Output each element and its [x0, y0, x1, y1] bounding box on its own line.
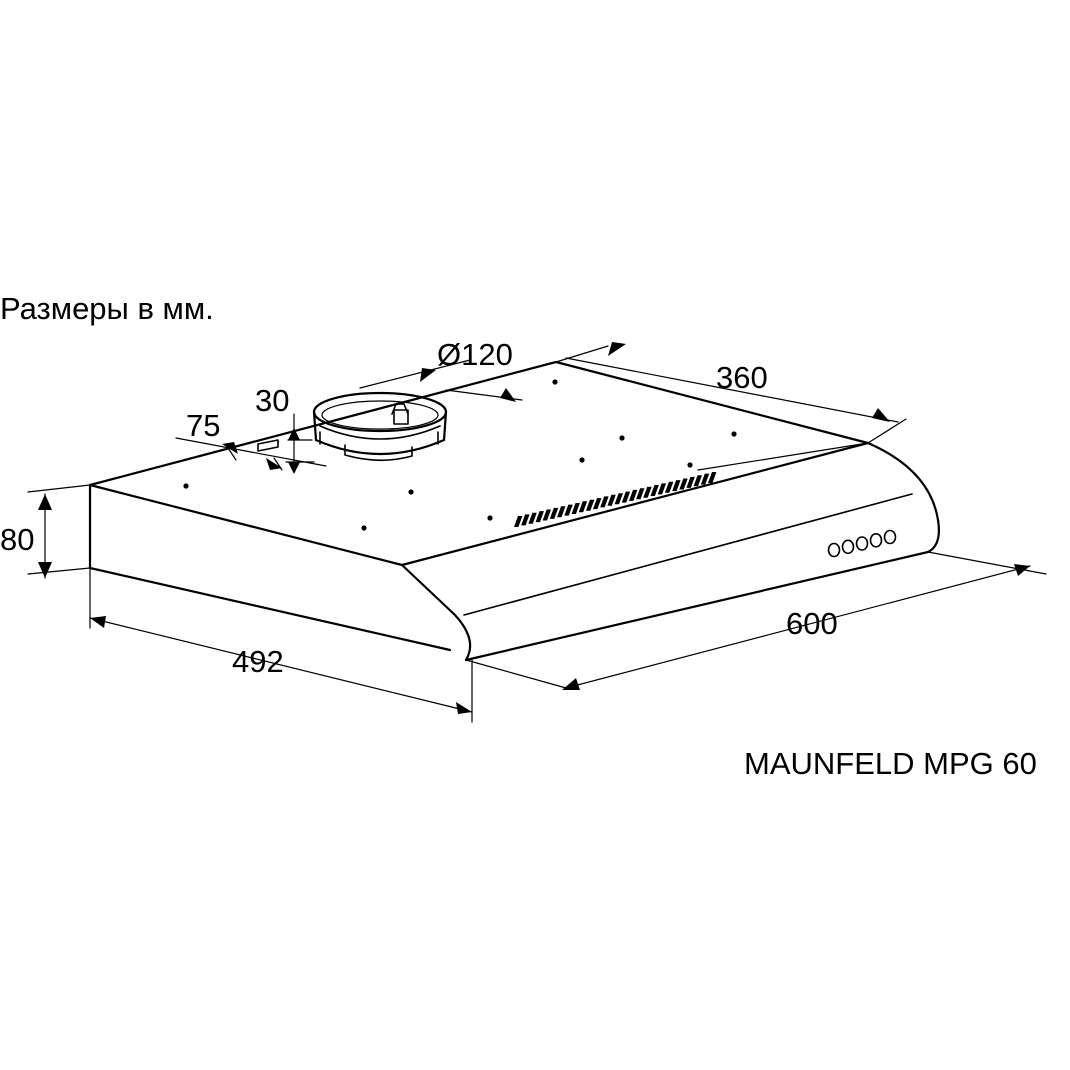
mounting-hole	[731, 431, 737, 437]
control-panel	[827, 529, 897, 558]
vent-slot	[679, 478, 688, 490]
collar-right-wall	[442, 410, 448, 442]
control-button-icon	[827, 542, 841, 558]
vent-slot	[564, 504, 573, 516]
hood-left-face-top-edge	[88, 483, 404, 567]
arrow-360-end	[872, 408, 890, 422]
arrow-492-end	[456, 702, 472, 714]
vent-slot	[535, 511, 544, 523]
mounting-hole	[183, 483, 189, 489]
collar-flange	[344, 444, 413, 462]
vent-grille	[513, 472, 717, 527]
vent-slot	[549, 507, 559, 519]
label-height: 80	[0, 522, 34, 557]
hood-top-rear-line	[697, 442, 869, 471]
arrow-120-end	[500, 388, 516, 402]
dim-line-492	[89, 617, 473, 713]
label-collar-offset: 75	[186, 408, 220, 443]
hood-front-panel-outline	[464, 441, 940, 662]
control-button-icon	[883, 529, 897, 545]
mounting-hole	[487, 515, 493, 521]
arrow-80-top	[38, 494, 52, 510]
vent-slot	[557, 506, 566, 518]
control-button-icon	[869, 532, 883, 548]
vent-slot	[693, 475, 703, 487]
vent-slot	[636, 488, 645, 500]
extension-line-600	[465, 551, 1047, 689]
vent-slot	[672, 480, 681, 492]
vent-slot	[700, 473, 710, 485]
hood-front-crease	[463, 493, 913, 616]
mounting-hole	[687, 462, 693, 468]
extension-line-360-start	[555, 345, 609, 363]
hood-front-top-edge	[400, 441, 870, 567]
label-side-depth: 492	[232, 644, 284, 679]
vent-slot	[686, 476, 695, 488]
mounting-hole	[408, 489, 414, 495]
dim-line-360	[565, 357, 899, 423]
collar-clips	[319, 431, 439, 445]
arrow-30-bottom	[288, 462, 300, 474]
collar-left-wall	[312, 410, 318, 442]
label-width: 600	[786, 606, 838, 641]
arrow-492-start	[90, 616, 106, 628]
arrow-600-end	[1014, 564, 1030, 576]
collar-top-rim	[312, 391, 448, 433]
arrow-75-end	[266, 458, 282, 470]
mounting-hole	[361, 525, 367, 531]
arrow-75-start	[222, 442, 238, 454]
vent-slot	[600, 496, 609, 508]
hood-left-face-outline	[88, 483, 452, 652]
vent-slot	[657, 483, 667, 495]
mounting-hole	[579, 457, 585, 463]
vent-slot	[521, 514, 530, 526]
vent-slot	[585, 499, 595, 511]
label-duct-diameter: Ø120	[437, 337, 513, 372]
vent-slot	[528, 512, 537, 524]
connector-plate	[257, 439, 279, 452]
vent-slot	[708, 472, 717, 483]
dim-line-120-start	[359, 359, 471, 389]
extension-line-30	[285, 439, 315, 463]
dim-line-75	[175, 437, 327, 467]
vent-slot	[607, 494, 616, 506]
units-caption: Размеры в мм.	[0, 291, 214, 326]
vent-slot	[614, 493, 623, 505]
hood-body	[88, 360, 940, 662]
model-name: MAUNFELD MPG 60	[744, 746, 1037, 781]
vent-slot	[621, 491, 631, 503]
control-button-icon	[841, 539, 855, 555]
arrow-360-start	[608, 342, 626, 356]
vent-slot	[542, 509, 552, 521]
vent-slot	[643, 486, 652, 498]
vent-slot	[571, 503, 580, 514]
label-collar-height: 30	[255, 383, 289, 418]
mounting-hole	[619, 435, 625, 441]
arrow-600-start	[562, 678, 580, 690]
arrow-30-top	[288, 428, 300, 440]
arrow-120-start	[420, 368, 436, 382]
hood-side-profile	[400, 563, 472, 662]
vent-slot	[513, 516, 523, 527]
vent-slot	[578, 501, 588, 513]
control-button-icon	[855, 536, 869, 551]
duct-collar	[312, 391, 448, 462]
collar-band	[319, 425, 441, 440]
dimension-lines	[27, 342, 1047, 723]
dim-line-600	[565, 565, 1031, 689]
vent-slot	[650, 485, 659, 496]
mounting-hole	[552, 379, 558, 385]
vent-slot	[593, 498, 602, 510]
damper-hinge-icon	[391, 403, 409, 415]
vent-slot	[628, 489, 638, 501]
vent-slot	[664, 481, 674, 493]
arrow-80-bottom	[38, 562, 52, 578]
extension-line-360-end	[867, 418, 907, 444]
collar-inner-rim	[321, 400, 439, 430]
damper-flap	[393, 409, 409, 425]
label-depth: 360	[716, 360, 768, 395]
collar-bottom-edge	[314, 438, 446, 456]
extension-line-80	[27, 484, 91, 575]
